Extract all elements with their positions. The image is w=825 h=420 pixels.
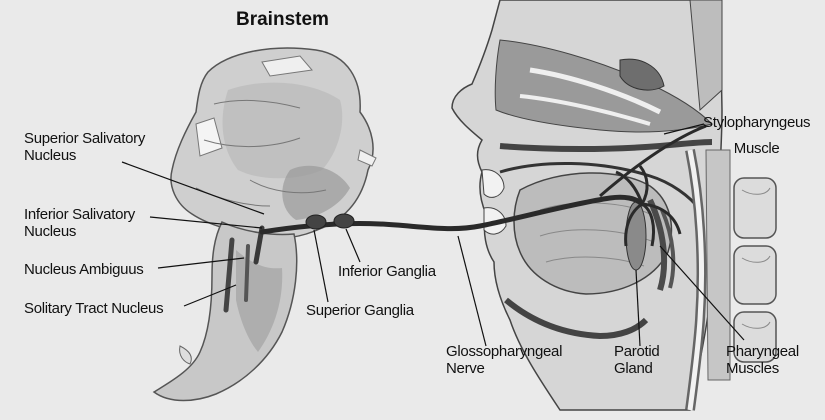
label-superior-salivatory-nucleus: Superior Salivatory Nucleus xyxy=(24,130,146,164)
brainstem-shading xyxy=(222,82,343,179)
head-sagittal-illustration xyxy=(451,0,777,411)
label-solitary-tract-nucleus: Solitary Tract Nucleus xyxy=(24,300,164,317)
leader-inferior-salivatory xyxy=(149,216,263,229)
cut-face-top xyxy=(261,55,313,77)
leader-superior-salivatory xyxy=(121,161,265,215)
label-superior-ganglia: Superior Ganglia xyxy=(306,302,414,319)
diagram-title: Brainstem xyxy=(236,9,329,30)
cut-face-right xyxy=(357,149,377,167)
leader-pharyngeal-muscles xyxy=(659,245,745,341)
label-glossopharyngeal-nerve: Glossopharyngeal Nerve xyxy=(446,343,563,377)
leader-nucleus-ambiguus xyxy=(157,257,245,269)
cut-face-left xyxy=(195,117,223,157)
inferior-ganglion xyxy=(333,213,355,229)
label-parotid-gland: Parotid Gland xyxy=(614,343,660,377)
superior-ganglion xyxy=(305,214,327,230)
brainstem-shading-dark xyxy=(282,165,350,220)
label-inferior-ganglia: Inferior Ganglia xyxy=(338,263,436,280)
label-inferior-salivatory-nucleus: Inferior Salivatory Nucleus xyxy=(24,206,136,240)
leader-inferior-ganglia xyxy=(345,228,361,263)
parotid-gland-shape xyxy=(625,201,647,271)
label-nucleus-ambiguus: Nucleus Ambiguus xyxy=(24,261,144,278)
label-pharyngeal-muscles: Pharyngeal Muscles xyxy=(726,343,799,377)
label-stylopharyngeus-muscle: Stylopharyngeus Muscle xyxy=(703,114,811,157)
leader-superior-ganglia xyxy=(313,229,329,303)
leader-solitary-tract xyxy=(183,284,237,307)
leader-parotid-gland xyxy=(635,269,641,347)
brainstem-illustration xyxy=(152,47,377,402)
glossopharyngeal-nerve-path xyxy=(259,124,707,247)
leader-glossopharyngeal-nerve xyxy=(457,235,487,347)
leader-lines xyxy=(121,123,745,347)
leader-stylopharyngeus xyxy=(663,123,705,135)
